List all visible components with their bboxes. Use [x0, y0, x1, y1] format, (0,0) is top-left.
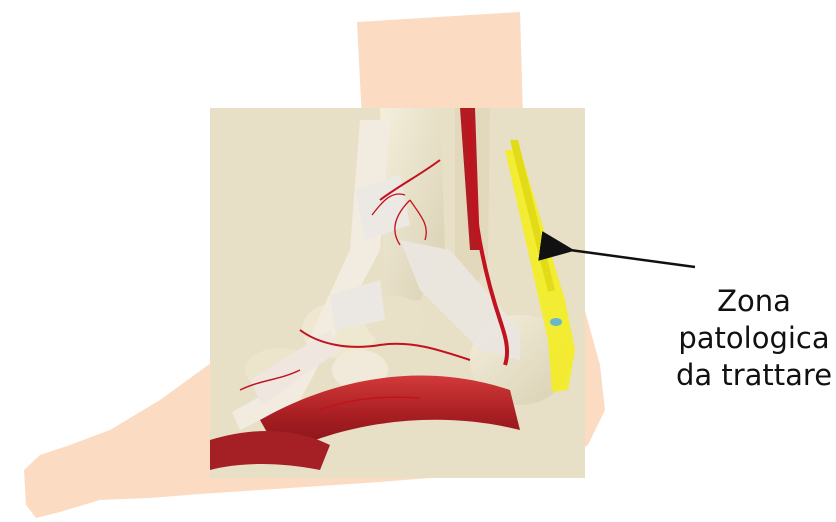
arrow-icon — [570, 250, 695, 267]
pathology-callout: Zona patologica da trattare — [672, 283, 836, 394]
callout-line-2: patologica — [672, 320, 836, 357]
callout-line-1: Zona — [672, 283, 836, 320]
callout-line-3: da trattare — [672, 357, 836, 394]
anatomy-detail — [210, 108, 585, 478]
